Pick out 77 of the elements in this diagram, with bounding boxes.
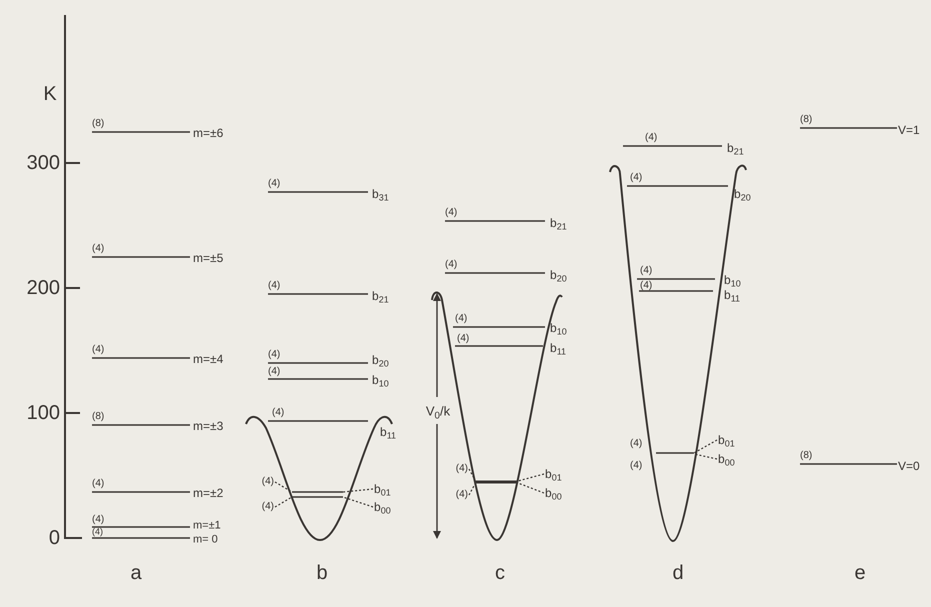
level-label: b$_{11}$ [380,426,396,438]
leader-line [694,439,718,454]
level-label: m=±4 [193,353,224,365]
level-label: b$_{10}$ [372,374,389,386]
level-label: b$_{11}$ [550,342,566,354]
level-label: (4) [445,208,458,218]
panel-label: b [316,563,328,583]
level-label: (4) [645,133,658,143]
level-label: b$_{01}$ [374,483,391,495]
level-label: (4) [268,350,280,360]
level-label: m=±5 [193,252,224,264]
panel-label: e [854,563,866,583]
level-label: (4) [456,490,468,500]
level-label: (4) [630,461,642,471]
level-label: (8) [92,119,104,129]
level-label: (4) [272,408,284,418]
level-label: (4) [92,479,104,489]
leader-line [342,488,374,493]
axis-tick-label: 100 [26,403,60,423]
level-label: b$_{20}$ [550,269,567,281]
level-label: (8) [800,115,812,125]
level-label: (4) [630,173,642,183]
level-label: (4) [640,266,652,276]
level-label: b$_{11}$ [724,289,740,301]
axis-tick-label: 300 [26,153,60,173]
level-label: b$_{00}$ [374,501,391,513]
level-label: (4) [262,502,274,512]
level-label: m=±6 [193,127,224,139]
level-label: m=±1 [193,520,221,532]
leader-line [342,496,374,508]
panel-label: c [495,563,505,583]
level-label: (4) [92,515,104,525]
level-label: (8) [800,451,812,461]
level-label: (4) [457,334,470,344]
level-label: (4) [456,464,468,474]
level-label: m= 0 [193,534,218,546]
leader-line [274,481,292,493]
leader-line [518,473,544,482]
level-label: b$_{10}$ [724,274,741,286]
level-label: (4) [455,314,468,324]
level-label: b$_{21}$ [727,142,744,154]
level-label: (4) [268,179,280,189]
level-label: (8) [92,412,104,422]
leader-line [274,496,292,508]
dimension-label: V$_{0}$/k [426,404,450,418]
level-label: b$_{01}$ [545,468,562,480]
level-label: b$_{10}$ [550,322,567,334]
level-label: (4) [445,260,458,270]
leader-line [694,453,718,460]
level-label: (4) [630,439,642,449]
level-label: b$_{31}$ [372,188,389,200]
level-label: b$_{21}$ [372,290,389,302]
level-label: (4) [92,345,104,355]
axis-unit: K [43,84,57,104]
level-label: (4) [92,244,104,254]
leader-line [468,484,476,496]
level-label: (4) [262,477,274,487]
level-label: b$_{00}$ [545,487,562,499]
axis-tick-label: 0 [48,528,60,548]
axis-tick-label: 200 [26,278,60,298]
level-label: b$_{21}$ [550,217,567,229]
leader-line [468,468,476,480]
panel-label: a [130,563,142,583]
leader-line [518,482,544,494]
level-label: (4) [640,281,652,291]
panel-label: d [672,563,684,583]
level-label: (4) [268,281,280,291]
level-label: (4) [268,367,280,377]
level-label: m=±3 [193,420,224,432]
level-label: b$_{00}$ [718,453,735,465]
level-label: (4) [92,528,103,536]
level-label: b$_{01}$ [718,434,735,446]
level-label: b$_{20}$ [372,354,389,366]
level-label: V=1 [898,124,920,136]
level-label: V=0 [898,460,920,472]
level-label: b$_{20}$ [734,188,751,200]
level-label: m=±2 [193,487,224,499]
